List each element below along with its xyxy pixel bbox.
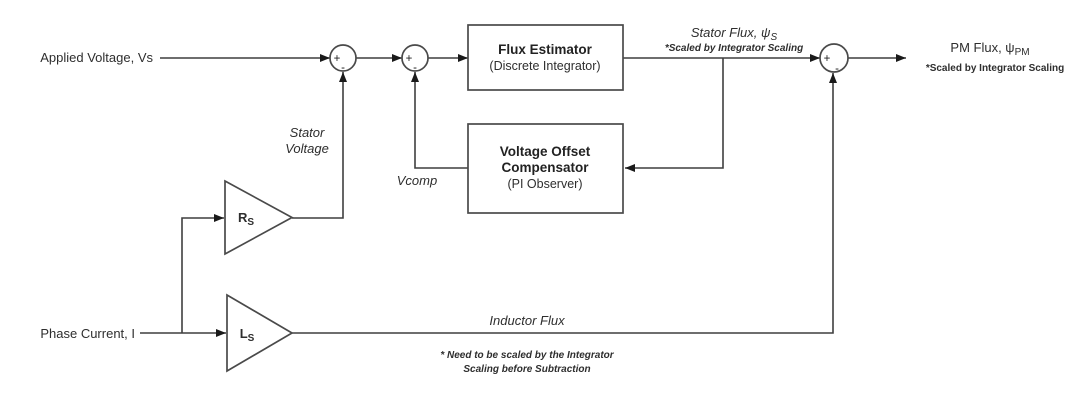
pm-flux-scaling-note: *Scaled by Integrator Scaling (926, 63, 1064, 74)
vcomp-label: Vcomp (397, 173, 437, 188)
sum-junction-2-circle (401, 44, 429, 72)
sum2-plus-sign: + (406, 53, 413, 65)
sum3-minus-sign: - (835, 63, 839, 75)
wire-vcomp-to-sum2 (411, 72, 468, 169)
inductor-flux-label: Inductor Flux (489, 313, 565, 328)
compensator-title-line1: Voltage Offset (500, 144, 591, 159)
wire-phase-current-branch-to-rs (181, 214, 224, 333)
compensator-title-line2: Compensator (501, 160, 589, 175)
pm-flux-label: PM Flux, ψPM (950, 40, 1029, 58)
voltage-offset-compensator-box (467, 123, 624, 214)
wire-stator-flux-feedback-to-compensator (625, 58, 724, 172)
rs-gain-triangle (224, 179, 294, 256)
sum3-plus-sign: + (824, 53, 831, 65)
ls-gain-triangle (226, 293, 294, 373)
stator-flux-label: Stator Flux, ψS (691, 25, 778, 43)
stator-voltage-label-line2: Voltage (285, 141, 329, 156)
footnote-line2: Scaling before Subtraction (463, 364, 590, 375)
sum-junction-3-circle (819, 43, 849, 73)
ls-gain-label: LS (240, 326, 255, 344)
stator-voltage-label-line1: Stator (290, 125, 325, 140)
sum-junction-1-circle (329, 44, 357, 72)
rs-gain-label: RS (238, 210, 254, 228)
sum-junction-2: + - (401, 44, 429, 74)
applied-voltage-label: Applied Voltage, Vs (40, 50, 153, 65)
voltage-offset-compensator-block: Voltage Offset Compensator (PI Observer) (467, 123, 624, 214)
sum-junction-3: + - (819, 43, 849, 75)
sum1-minus-sign: - (341, 62, 345, 74)
sum1-plus-sign: + (334, 53, 341, 65)
flux-estimator-subtitle: (Discrete Integrator) (489, 59, 600, 73)
ls-gain-block: LS (226, 293, 294, 373)
sum-junction-1: + - (329, 44, 357, 74)
sum2-minus-sign: - (413, 62, 417, 74)
compensator-subtitle: (PI Observer) (507, 177, 582, 191)
phase-current-label: Phase Current, I (40, 326, 135, 341)
flux-estimator-box (467, 24, 624, 91)
stator-flux-scaling-note: *Scaled by Integrator Scaling (665, 43, 803, 54)
flux-estimator-title: Flux Estimator (498, 42, 593, 57)
wire-inductor-flux-to-sum3 (292, 73, 837, 334)
flux-estimator-block: Flux Estimator (Discrete Integrator) (467, 24, 624, 91)
footnote-line1: * Need to be scaled by the Integrator (440, 350, 614, 361)
rs-gain-block: RS (224, 179, 294, 256)
wire-rs-output-to-sum1 (292, 72, 347, 219)
